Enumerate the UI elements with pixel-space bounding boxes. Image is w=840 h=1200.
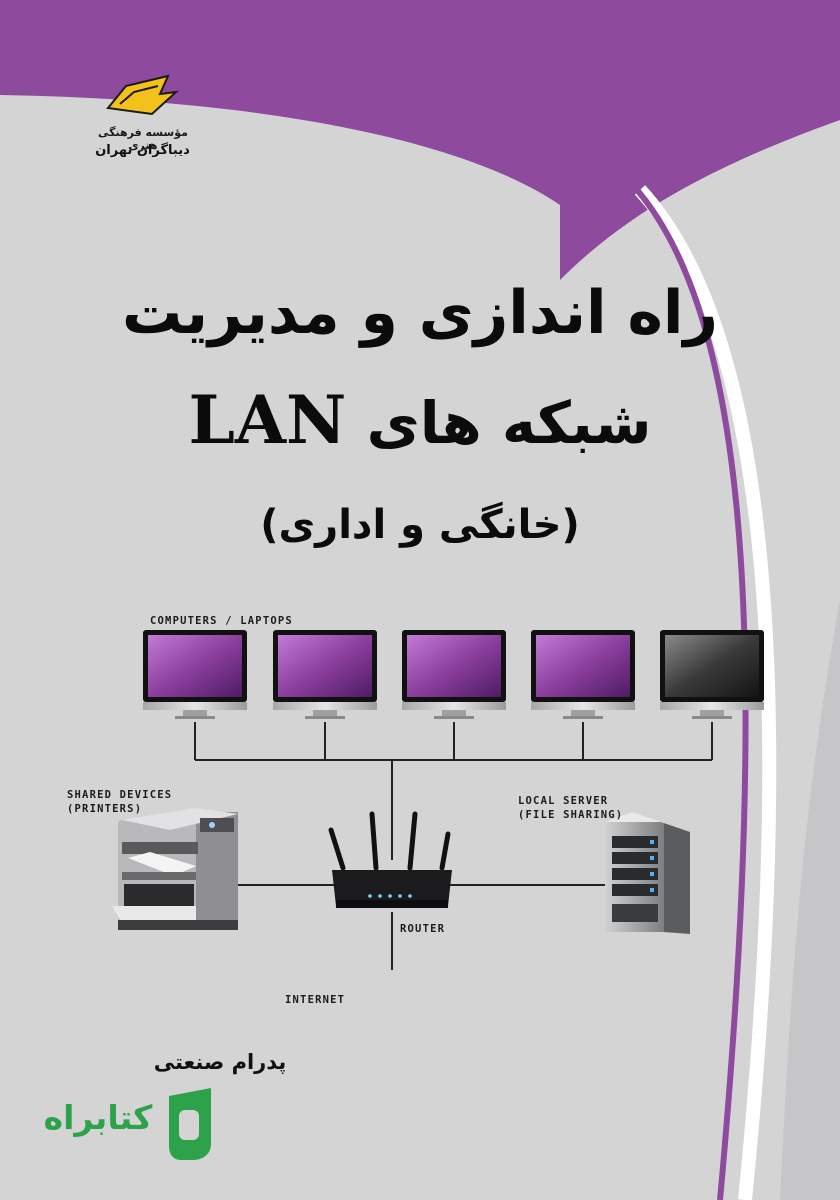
monitor-4 xyxy=(531,630,635,719)
internet-label: INTERNET xyxy=(285,994,346,1006)
monitor-3 xyxy=(402,630,506,719)
purple-top-strip xyxy=(0,0,840,58)
shared-devices-sublabel: (PRINTERS) xyxy=(67,803,143,815)
title-lan: LAN xyxy=(188,381,347,459)
lower-right-patch xyxy=(780,600,840,1200)
monitor-1 xyxy=(143,630,247,719)
local-server-label: LOCAL SERVER xyxy=(518,795,609,807)
purple-arc xyxy=(627,179,749,1200)
printer-icon xyxy=(112,808,238,930)
title-line-1: راه اندازی و مدیریت xyxy=(121,278,719,348)
server-icon xyxy=(606,812,690,934)
title-fa: شبکه های xyxy=(366,389,652,457)
router-icon xyxy=(328,811,452,908)
purple-wave xyxy=(0,58,840,205)
brand-logo-icon xyxy=(169,1088,211,1160)
author-name: پدرام صنعتی xyxy=(153,1050,287,1074)
local-server-sublabel: (FILE SHARING) xyxy=(518,809,624,821)
brand-name: کتابراه xyxy=(43,1098,153,1137)
shared-devices-label: SHARED DEVICES xyxy=(67,789,173,801)
monitor-2 xyxy=(273,630,377,719)
logo-shape xyxy=(106,74,179,116)
title-line-2: شبکه های LAN xyxy=(0,385,840,458)
monitor-5 xyxy=(660,630,764,719)
title-subtitle: (خانگی و اداری) xyxy=(260,502,580,548)
computers-label: COMPUTERS / LAPTOPS xyxy=(150,615,293,627)
publisher-name-line2: دیباگران تهران xyxy=(95,143,190,158)
publisher-logo xyxy=(106,74,179,116)
connection-lines xyxy=(194,722,713,970)
router-label: ROUTER xyxy=(400,923,446,935)
publisher-name-line1: مؤسسه فرهنگی هنری xyxy=(98,126,188,152)
white-arc xyxy=(634,185,777,1200)
